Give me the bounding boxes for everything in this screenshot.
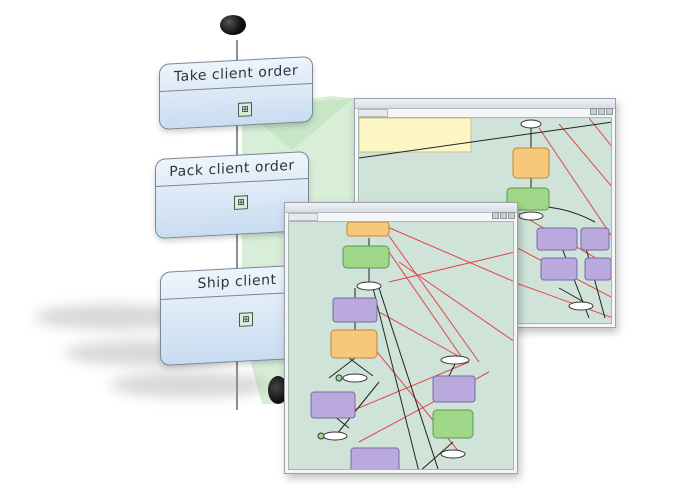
close-icon[interactable] bbox=[606, 108, 613, 115]
editor-tab[interactable] bbox=[288, 213, 318, 221]
window-controls[interactable] bbox=[491, 204, 515, 223]
diagram-graph bbox=[359, 118, 611, 319]
start-node bbox=[220, 15, 246, 35]
task-title: Pack client order bbox=[156, 152, 308, 187]
task-take-client-order[interactable]: Take client order ⊞ bbox=[159, 55, 313, 131]
diagram-canvas[interactable] bbox=[288, 221, 514, 470]
task-title: Take client order bbox=[160, 57, 312, 92]
minimize-icon[interactable] bbox=[492, 212, 499, 219]
editor-tab[interactable] bbox=[358, 109, 388, 117]
maximize-icon[interactable] bbox=[598, 108, 605, 115]
minimize-icon[interactable] bbox=[590, 108, 597, 115]
expand-icon[interactable]: ⊞ bbox=[234, 195, 248, 210]
window-controls[interactable] bbox=[589, 100, 613, 119]
close-icon[interactable] bbox=[508, 212, 515, 219]
shadow-task-3 bbox=[110, 372, 270, 398]
diagram-graph bbox=[310, 222, 513, 469]
expand-icon[interactable]: ⊞ bbox=[239, 312, 253, 327]
window-titlebar[interactable] bbox=[355, 99, 615, 115]
end-node bbox=[268, 376, 288, 404]
maximize-icon[interactable] bbox=[500, 212, 507, 219]
editor-window-front[interactable] bbox=[284, 202, 518, 474]
window-titlebar[interactable] bbox=[285, 203, 517, 219]
expand-icon[interactable]: ⊞ bbox=[238, 102, 252, 117]
